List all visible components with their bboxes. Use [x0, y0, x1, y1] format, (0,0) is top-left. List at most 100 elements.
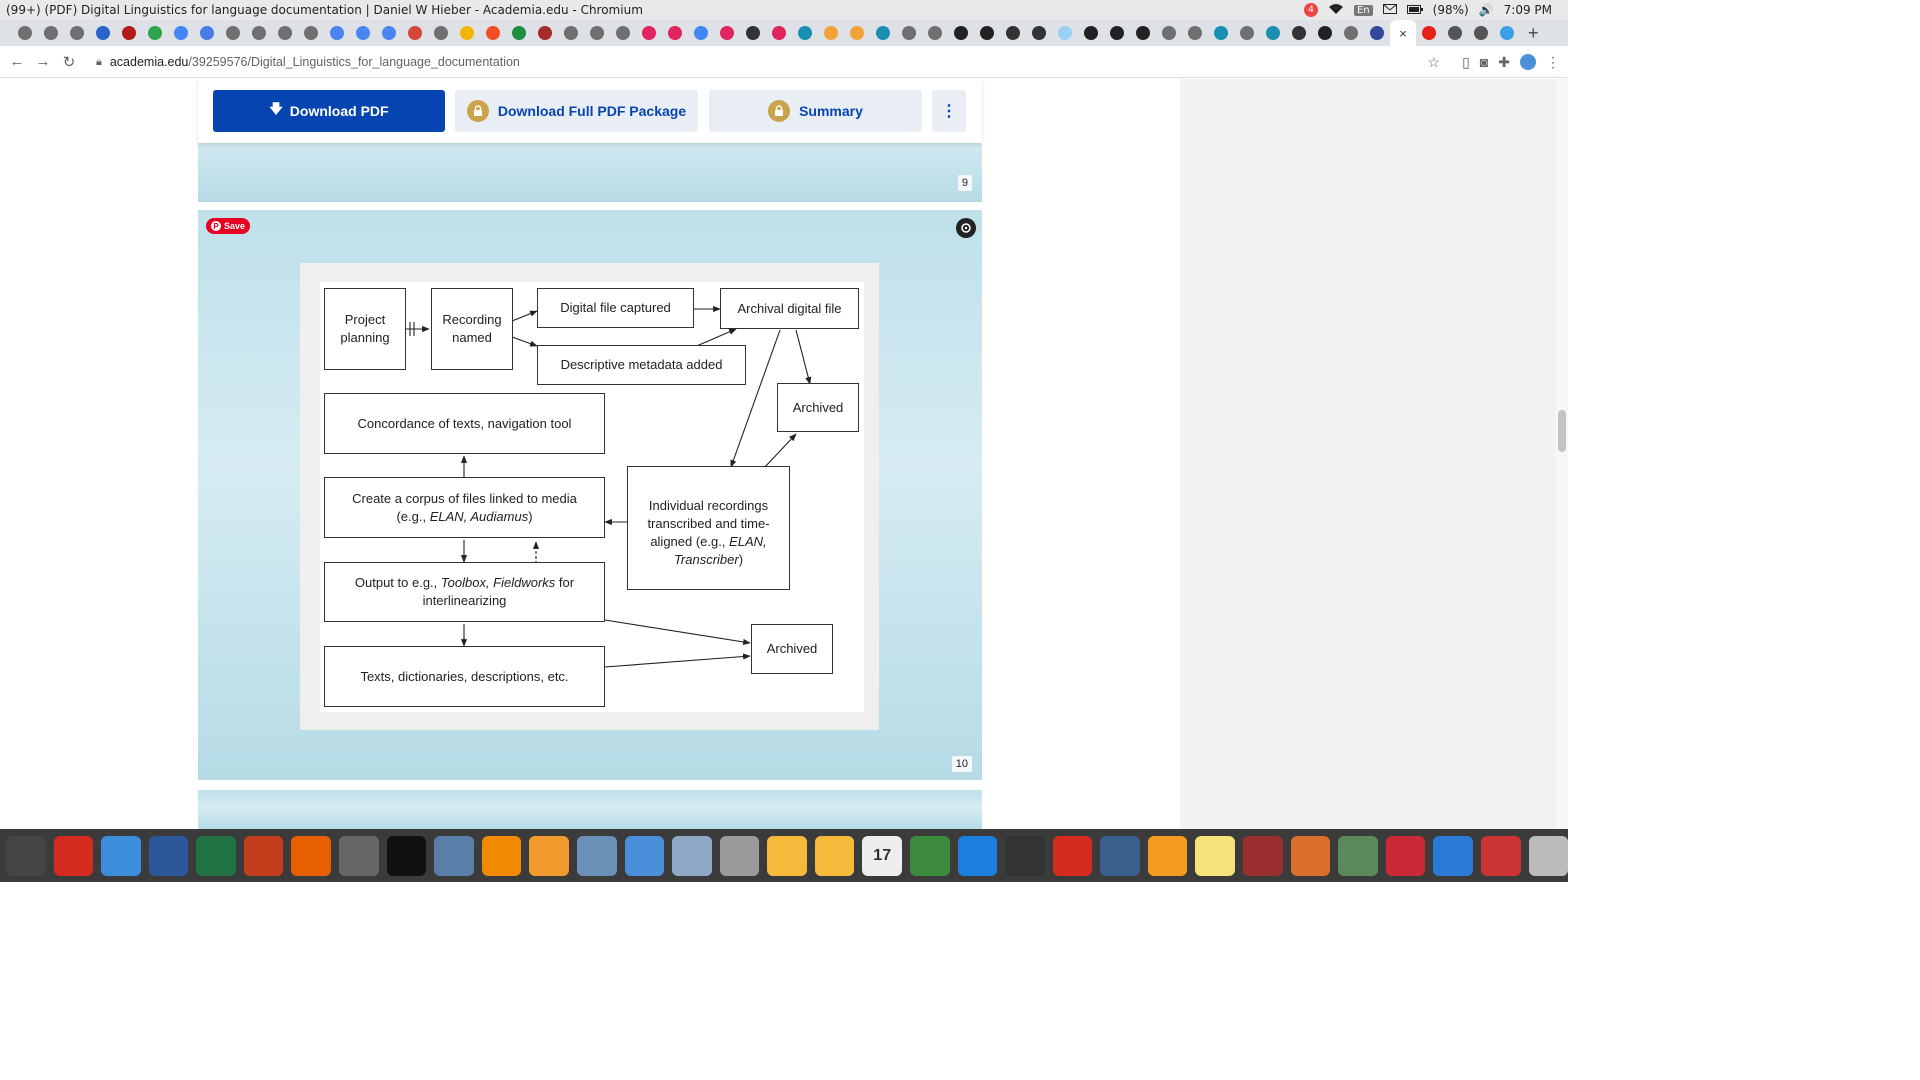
more-options-button[interactable]: ⋮ [932, 90, 966, 132]
tab-chrome-icon[interactable] [428, 20, 454, 46]
p-icon[interactable] [1147, 835, 1188, 876]
terminal-icon[interactable] [386, 835, 427, 876]
tab-chrome-icon[interactable] [64, 20, 90, 46]
menu-icon[interactable]: ⋮ [1546, 53, 1560, 70]
tab-chrome-icon[interactable] [220, 20, 246, 46]
pinterest-save-button[interactable]: P Save [206, 218, 250, 234]
books-icon[interactable] [529, 835, 569, 876]
tab-chrome-icon[interactable] [1156, 20, 1182, 46]
tab-openai-icon[interactable] [1026, 20, 1052, 46]
tab-hexagon-icon[interactable] [636, 20, 662, 46]
tab-chrome-icon[interactable] [1338, 20, 1364, 46]
new-tab-button[interactable]: + [1528, 22, 1539, 43]
tab-github-icon[interactable] [1104, 20, 1130, 46]
tab-hexagon-icon[interactable] [662, 20, 688, 46]
tab-github-icon[interactable] [974, 20, 1000, 46]
tab-youtube-icon[interactable] [1416, 20, 1442, 46]
tab-docs-icon[interactable] [324, 20, 350, 46]
tab-chrome-icon[interactable] [610, 20, 636, 46]
battery-icon[interactable] [1406, 3, 1423, 17]
summary-button[interactable]: Summary [709, 90, 922, 132]
forward-icon[interactable]: → [35, 53, 51, 70]
tab-github-icon[interactable] [1312, 20, 1338, 46]
tab-chrome-icon[interactable] [298, 20, 324, 46]
tab-slides-icon[interactable] [454, 20, 480, 46]
tab-chrome-icon[interactable] [922, 20, 948, 46]
scrollbar-track[interactable] [1556, 79, 1568, 829]
profile-avatar[interactable] [1520, 54, 1536, 70]
orb-icon[interactable] [1290, 835, 1331, 876]
lens-icon[interactable] [956, 218, 976, 238]
wifi-icon[interactable] [1328, 3, 1344, 18]
tab-chrome-icon[interactable] [246, 20, 272, 46]
tab-drive-icon[interactable] [506, 20, 532, 46]
tab-github-icon[interactable] [1130, 20, 1156, 46]
bookmark-star-icon[interactable]: ☆ [1427, 53, 1441, 70]
folder-icon[interactable] [767, 835, 807, 876]
drive-icon[interactable] [719, 835, 760, 876]
calculator-icon[interactable] [1005, 835, 1045, 876]
tab-google-icon[interactable] [688, 20, 714, 46]
tab-chrome-icon[interactable] [1182, 20, 1208, 46]
launchpad-icon[interactable] [1433, 835, 1473, 876]
tab-pin-icon[interactable] [90, 20, 116, 46]
tab-translate-icon[interactable] [194, 20, 220, 46]
dictionary-icon[interactable] [1243, 835, 1283, 876]
powerpoint-icon[interactable] [243, 835, 284, 876]
tab-academia-icon[interactable] [1364, 20, 1390, 46]
tab-r-icon[interactable] [142, 20, 168, 46]
tab-hexagon-icon[interactable] [714, 20, 740, 46]
tab-google-icon[interactable] [168, 20, 194, 46]
acrobat-icon[interactable] [1052, 835, 1093, 876]
address-bar[interactable]: 🔒︎ academia.edu/39259576/Digital_Linguis… [90, 50, 1430, 74]
tab-openai-icon[interactable] [1000, 20, 1026, 46]
lock-icon[interactable]: 🔒︎ [96, 55, 102, 68]
word-icon[interactable] [148, 835, 189, 876]
page-icon[interactable]: ▯ [1462, 53, 1470, 70]
tab-chrome-icon[interactable] [272, 20, 298, 46]
tab-github-icon[interactable] [1468, 20, 1494, 46]
tab-docs-icon[interactable] [350, 20, 376, 46]
reload-icon[interactable]: ↻ [62, 53, 76, 71]
tab-docs-icon[interactable] [376, 20, 402, 46]
acrobat-icon[interactable] [53, 835, 94, 876]
settings-icon[interactable] [339, 835, 379, 876]
tab-gmail-icon[interactable] [402, 20, 428, 46]
tab-book-icon[interactable] [532, 20, 558, 46]
globe-icon[interactable] [1338, 835, 1378, 876]
excel-icon[interactable] [196, 835, 236, 876]
tab-chrome-icon[interactable] [896, 20, 922, 46]
tab-wave-icon[interactable] [1260, 20, 1286, 46]
calendar-icon[interactable]: 17 [862, 835, 902, 876]
tab-chrome-icon[interactable] [1234, 20, 1260, 46]
mail-icon[interactable] [1382, 3, 1397, 17]
tab-wave-icon[interactable] [1208, 20, 1234, 46]
xcode-icon[interactable] [1480, 835, 1521, 876]
preview-icon[interactable] [434, 835, 474, 876]
tab-filter-icon[interactable] [1494, 20, 1520, 46]
back-icon[interactable]: ← [9, 53, 25, 70]
notes-icon[interactable] [1195, 835, 1236, 876]
tab-chrome-icon[interactable] [12, 20, 38, 46]
zotero-icon[interactable] [1385, 835, 1426, 876]
tab-github-icon[interactable] [948, 20, 974, 46]
vlc-icon[interactable] [481, 835, 522, 876]
download-package-button[interactable]: Download Full PDF Package [455, 90, 698, 132]
volume-icon[interactable]: 🔊 [1478, 3, 1494, 17]
tab-shield-icon[interactable] [116, 20, 142, 46]
tab-hexagon-icon[interactable] [766, 20, 792, 46]
photos-icon[interactable] [576, 835, 617, 876]
tab-openai-icon[interactable] [1286, 20, 1312, 46]
trash-icon[interactable] [1528, 835, 1569, 876]
tab-wave-icon[interactable] [792, 20, 818, 46]
tab-chrome-icon[interactable] [1442, 20, 1468, 46]
chromium-icon[interactable] [624, 835, 665, 876]
tab-chrome-icon[interactable] [38, 20, 64, 46]
x-icon[interactable] [1100, 835, 1140, 876]
tab-microsoft-icon[interactable] [480, 20, 506, 46]
tab-wave-icon[interactable] [870, 20, 896, 46]
notification-badge[interactable]: 4 [1303, 3, 1318, 17]
tab-fire-icon[interactable] [844, 20, 870, 46]
download-icon[interactable] [909, 835, 950, 876]
clock[interactable]: 7:09 PM [1503, 3, 1552, 17]
